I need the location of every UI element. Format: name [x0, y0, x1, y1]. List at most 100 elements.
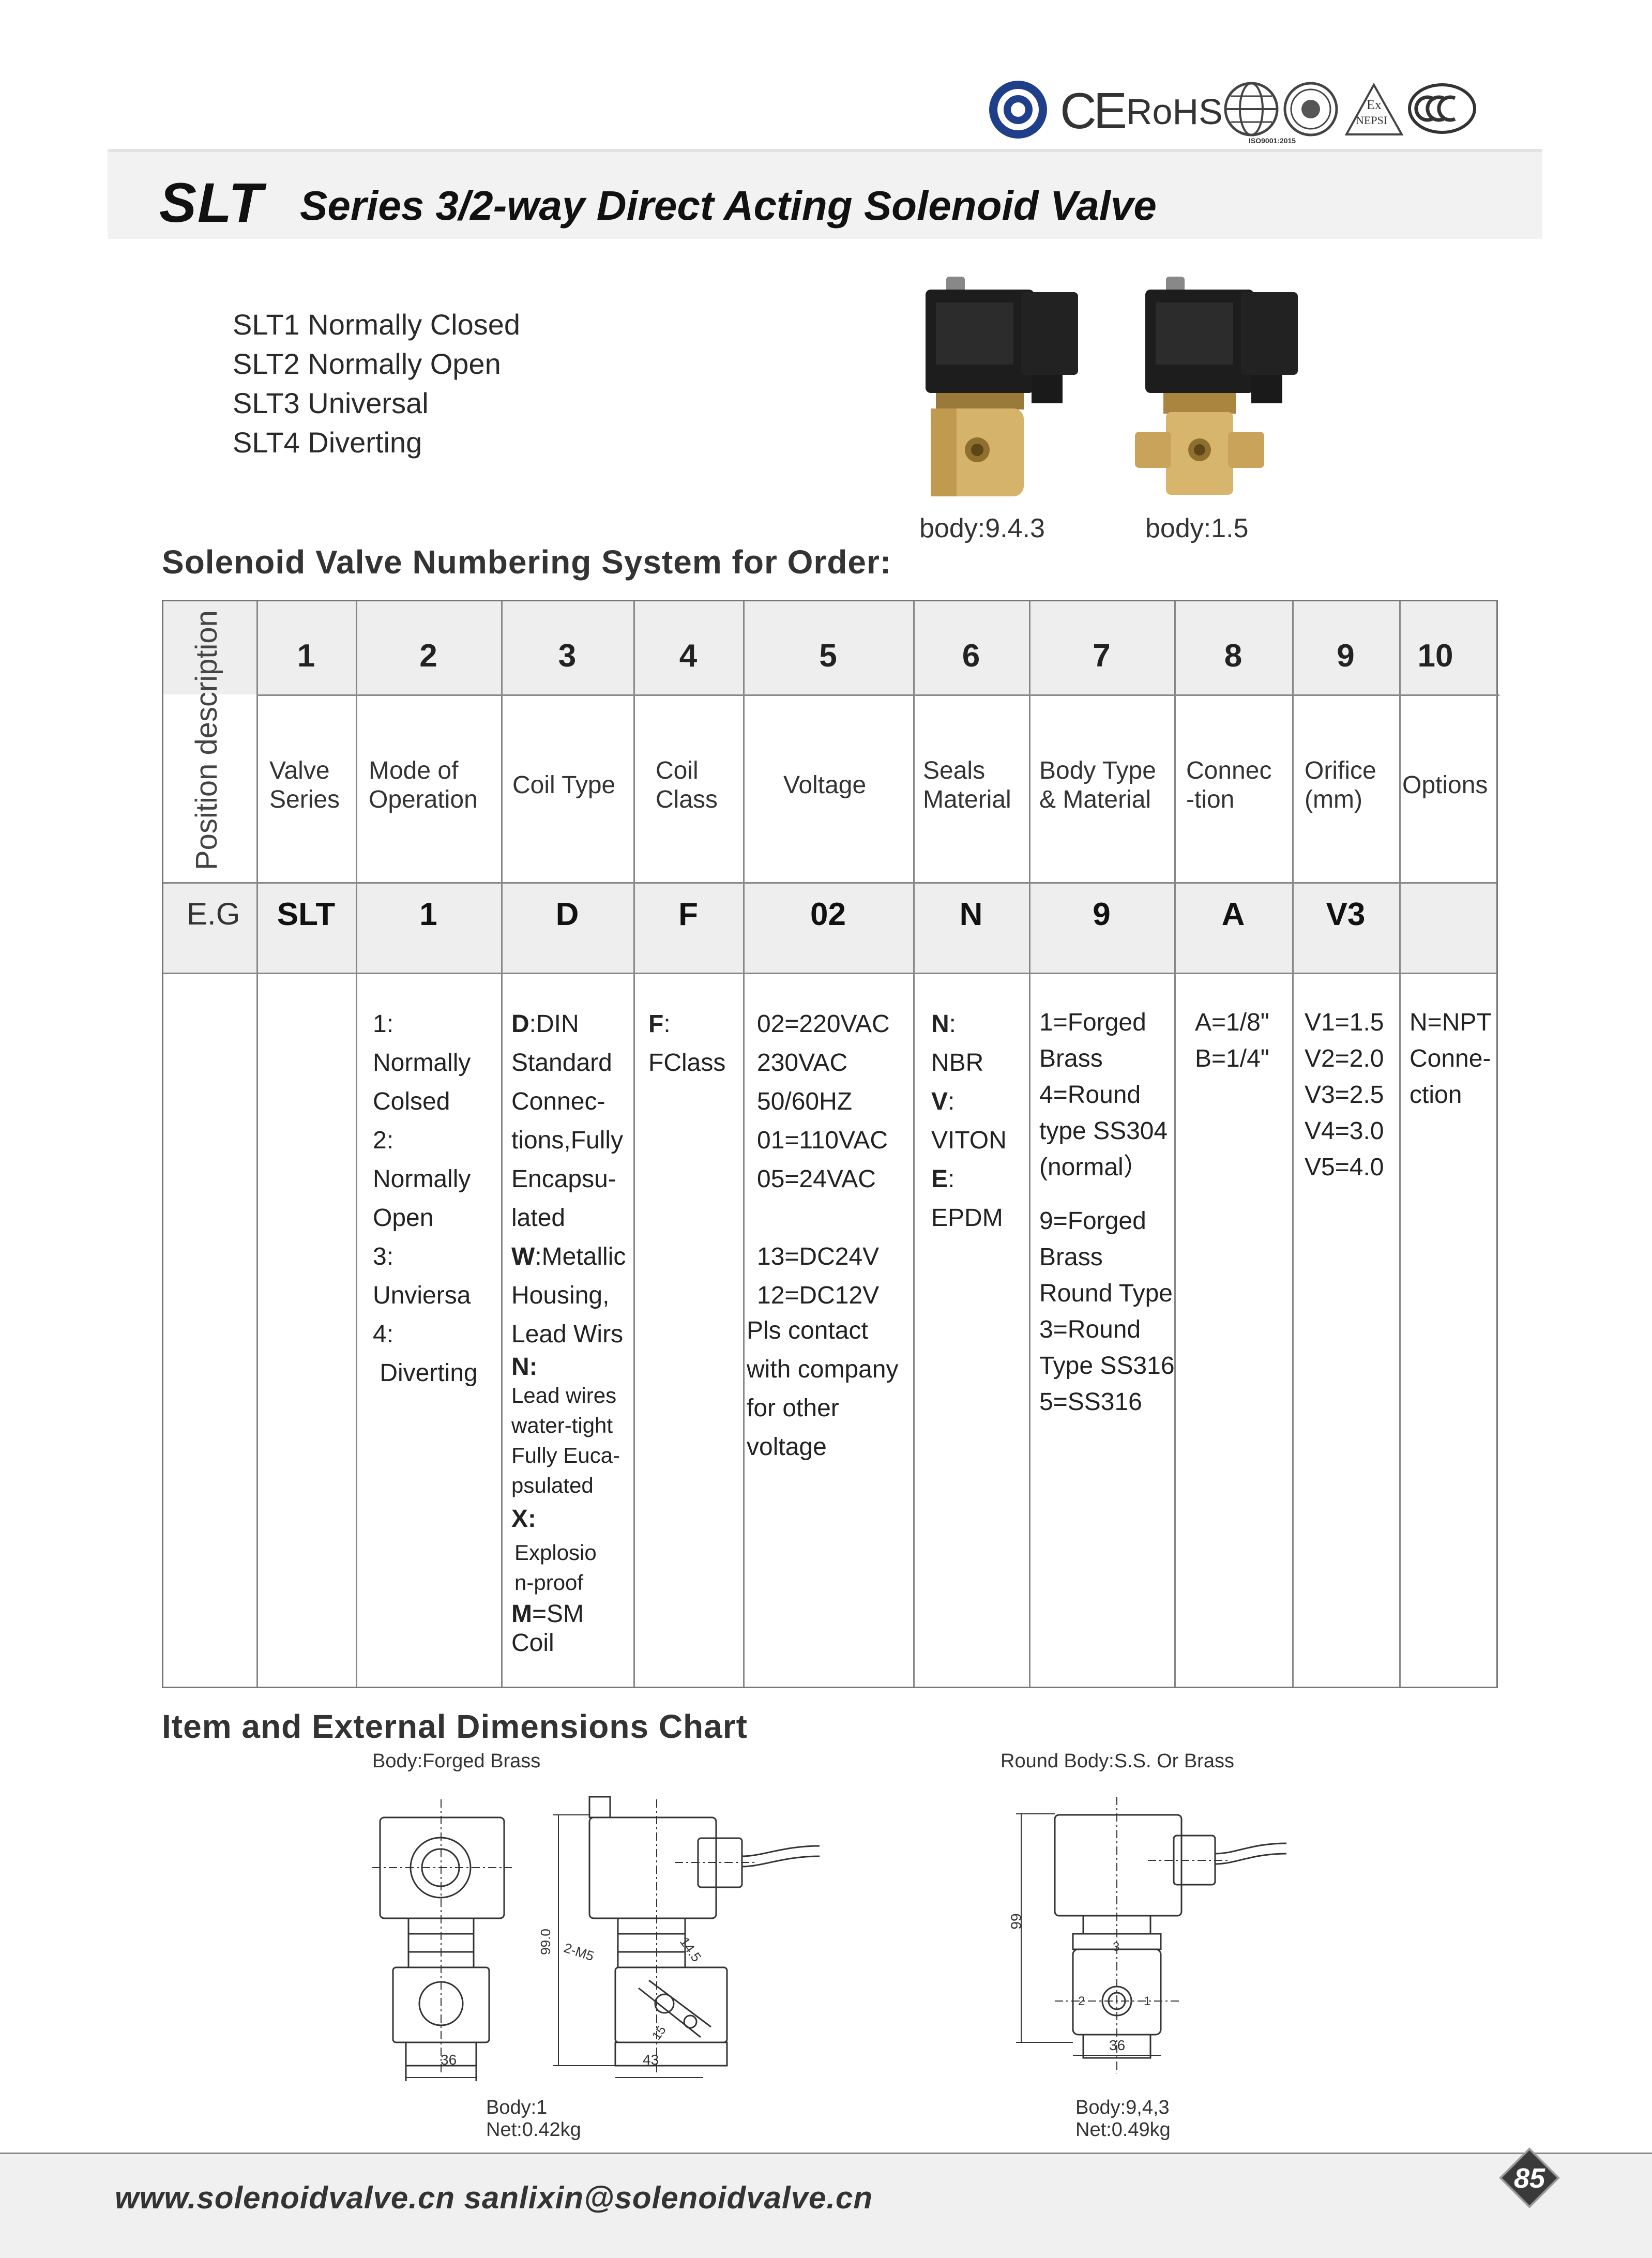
mode-option-line: Open — [373, 1204, 434, 1232]
voltage-note: Pls contact with company for other volta… — [747, 1317, 899, 1461]
mode-option-line: 1: — [373, 1010, 394, 1038]
product-photo-body-15 — [1135, 277, 1298, 495]
round-body-drawing — [1016, 1797, 1287, 2073]
column-label-coil-class: Coil Class — [656, 757, 718, 813]
page-number-badge: 85 — [1498, 2147, 1560, 2209]
right-dim-width: 36 — [1109, 2037, 1126, 2053]
column-label-seals: Seals Material — [923, 757, 1011, 813]
right-port-2: 2 — [1078, 1994, 1085, 2008]
photo-caption-1: body:9.4.3 — [919, 513, 1045, 543]
position-number-9: 9 — [1337, 638, 1355, 674]
coil-code-m: M — [511, 1600, 532, 1628]
variant-item-3: SLT3 Universal — [233, 387, 429, 419]
page-footer: www.solenoidvalve.cn sanlixin@solenoidva… — [0, 2153, 1652, 2258]
position-number-10: 10 — [1417, 638, 1453, 674]
mode-option-line: Diverting — [373, 1359, 478, 1387]
dimensions-heading: Item and External Dimensions Chart — [162, 1708, 748, 1745]
left-net-label: Net:0.42kg — [486, 2119, 581, 2141]
ccc-mark-icon — [1408, 83, 1476, 134]
example-value-1: SLT — [277, 897, 336, 932]
connection-options: A=1/8" B=1/4" — [1195, 1009, 1269, 1072]
example-value-3: D — [555, 897, 579, 932]
right-port-3: 3 — [1113, 1940, 1120, 1954]
right-net-label: Net:0.49kg — [1075, 2119, 1171, 2141]
column-label-voltage: Voltage — [783, 771, 867, 799]
variant-list: SLT1 Normally Closed SLT2 Normally Open … — [233, 305, 520, 462]
column-label-options: Options — [1402, 771, 1488, 799]
column-label-orifice: Orifice (mm) — [1305, 757, 1376, 813]
diamond-badge-icon — [1499, 2147, 1560, 2208]
series-title: Series 3/2-way Direct Acting Solenoid Va… — [300, 183, 1157, 229]
position-number-5: 5 — [819, 638, 837, 674]
globe-certification-icon — [1224, 82, 1279, 137]
mode-option-line: Normally — [373, 1049, 471, 1077]
page-number: 85 — [1513, 2163, 1545, 2194]
product-photo-body-943 — [926, 277, 1078, 496]
body-options: 1=Forged Brass 4=Round type SS304 (norma… — [1039, 1009, 1175, 1416]
variant-item-4: SLT4 Diverting — [233, 426, 422, 459]
coil-type-options: D:DIN Standard Connec- tions,Fully Encap… — [511, 1010, 626, 1657]
seal-options: N: NBR V: VITON E: EPDM — [931, 1010, 1007, 1232]
position-number-band — [163, 601, 1496, 694]
example-value-2: 1 — [419, 897, 437, 932]
rohs-mark: RoHS — [1126, 92, 1223, 132]
example-value-9: V3 — [1326, 897, 1366, 932]
right-dim-height: 99 — [1008, 1913, 1024, 1930]
example-row-band — [163, 883, 1496, 974]
ordering-table: Position description E.G 1 2 3 4 5 6 7 8… — [162, 600, 1499, 1688]
coil-code-w: W — [511, 1243, 535, 1270]
position-number-8: 8 — [1224, 638, 1242, 674]
left-dim-width-front: 36 — [441, 2052, 457, 2068]
series-code: SLT — [159, 171, 264, 234]
coil-class-code: F — [648, 1010, 664, 1038]
mode-option-line: Colsed — [373, 1088, 450, 1115]
mode-option-line: Normally — [373, 1165, 471, 1193]
extra-options: N=NPT Conne- ction — [1409, 1009, 1492, 1109]
column-label-mode: Mode of Operation — [369, 757, 478, 813]
example-label: E.G — [187, 897, 240, 931]
left-body-label: Body:1 — [486, 2097, 548, 2118]
mode-options: 1: Normally Colsed 2: Normally Open 3: U… — [373, 1005, 478, 1392]
coil-code-d: D — [511, 1010, 529, 1038]
right-body-label: Body:9,4,3 — [1075, 2097, 1170, 2118]
mode-option-line: Unviersa — [373, 1282, 471, 1309]
column-label-valve-series: Valve Series — [269, 757, 340, 813]
right-drawing-title: Round Body:S.S. Or Brass — [1001, 1750, 1234, 1772]
example-value-5: 02 — [810, 897, 846, 932]
column-label-coil-type: Coil Type — [512, 771, 616, 799]
footer-contact: www.solenoidvalve.cn sanlixin@solenoidva… — [115, 2180, 873, 2215]
forged-body-side-view-drawing — [553, 1796, 820, 2078]
variant-item-1: SLT1 Normally Closed — [233, 308, 521, 341]
coil-class-options: F: FClass — [648, 1010, 726, 1077]
left-dim-width-side: 43 — [643, 2052, 659, 2068]
mode-option-line: 3: — [373, 1243, 394, 1270]
left-dim-height: 99.0 — [537, 1929, 553, 1955]
position-number-1: 1 — [297, 638, 315, 674]
position-description-label: Position description — [190, 610, 223, 870]
coil-code-x: X: — [511, 1505, 536, 1533]
orifice-options: V1=1.5 V2=2.0 V3=2.5 V4=3.0 V5=4.0 — [1305, 1009, 1384, 1181]
mode-option-line: 4: — [373, 1321, 394, 1348]
ordering-heading: Solenoid Valve Numbering System for Orde… — [162, 543, 892, 581]
example-value-6: N — [959, 897, 983, 932]
photo-caption-2: body:1.5 — [1145, 513, 1249, 543]
left-drawing-title: Body:Forged Brass — [372, 1750, 541, 1772]
mode-option-line: 2: — [373, 1127, 394, 1154]
position-number-7: 7 — [1093, 638, 1111, 674]
position-number-6: 6 — [962, 638, 980, 674]
column-label-body: Body Type & Material — [1039, 757, 1156, 813]
position-number-2: 2 — [419, 638, 437, 674]
column-label-connection: Connec -tion — [1186, 757, 1272, 813]
variant-item-2: SLT2 Normally Open — [233, 347, 501, 380]
voltage-options: 02=220VAC 230VAC 50/60HZ 01=110VAC 05=24… — [757, 1010, 890, 1309]
ex-label: Ex — [1367, 97, 1382, 112]
position-number-4: 4 — [679, 638, 698, 674]
series-title-band: SLT Series 3/2-way Direct Acting Solenoi… — [108, 149, 1542, 239]
right-port-1: 1 — [1144, 1994, 1151, 2008]
ex-nepsi-triangle-icon — [1344, 83, 1404, 135]
example-value-7: 9 — [1093, 897, 1111, 932]
example-value-8: A — [1221, 897, 1245, 932]
coil-code-n: N: — [511, 1353, 538, 1381]
example-value-4: F — [678, 897, 698, 932]
seal-certification-icon — [1283, 82, 1338, 137]
